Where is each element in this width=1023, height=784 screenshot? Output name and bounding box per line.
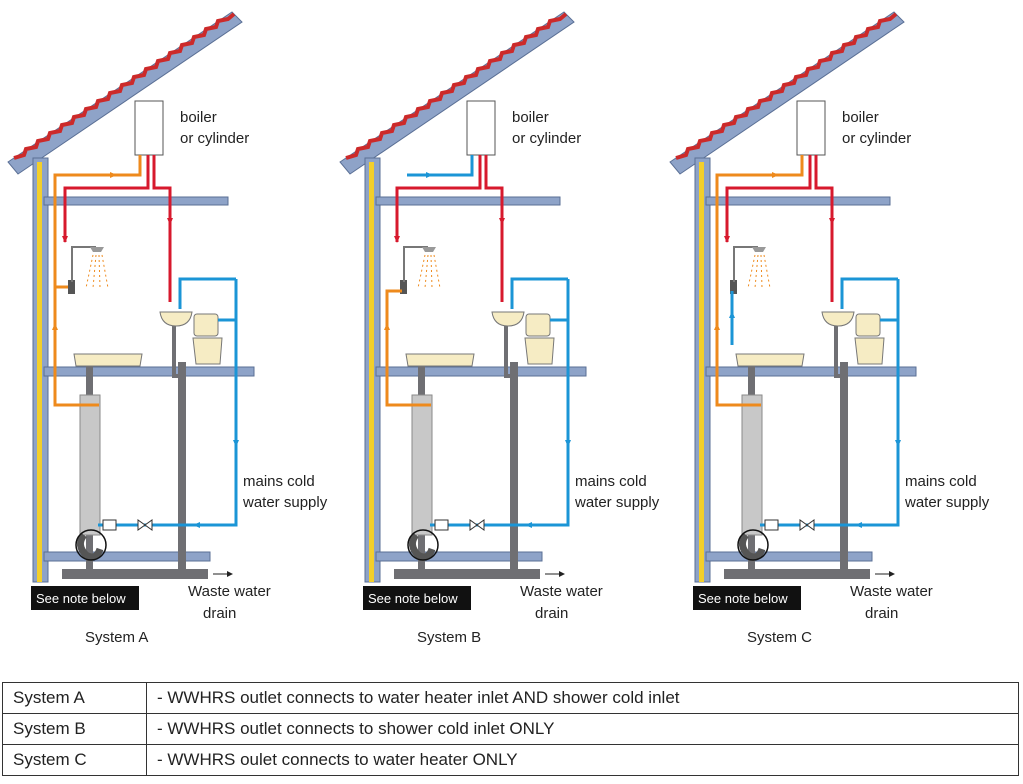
boiler-label: boiler — [842, 109, 879, 126]
mains-label: mains cold — [575, 473, 647, 490]
preheated-to-boiler — [715, 155, 804, 407]
drain-label-line2: drain — [865, 605, 898, 622]
table-row: System B - WWHRS outlet connects to show… — [2, 713, 1019, 745]
system-name-cell: System C — [2, 744, 147, 776]
system-caption: System B — [417, 629, 481, 646]
flow-arrow — [52, 323, 58, 330]
system-description-cell: - WWHRS oulet connects to water heater O… — [146, 744, 1019, 776]
drain-label: Waste water — [188, 583, 271, 600]
mains-label: mains cold — [243, 473, 315, 490]
table-row: System A - WWHRS outlet connects to wate… — [2, 682, 1019, 714]
flow-arrow — [714, 323, 720, 330]
preheated-to-boiler — [53, 155, 142, 407]
note-text: See note below — [368, 591, 458, 606]
mains-label-line2: water supply — [904, 494, 990, 511]
boiler-label-line2: or cylinder — [842, 130, 911, 147]
drain-label: Waste water — [850, 583, 933, 600]
system-legend-table: System A - WWHRS outlet connects to wate… — [2, 682, 1019, 776]
boiler-label: boiler — [512, 109, 549, 126]
cold-to-boiler — [407, 155, 474, 177]
system-b: boiler or cylinder mains cold water supp… — [340, 12, 660, 646]
system-caption: System A — [85, 629, 148, 646]
boiler-label: boiler — [180, 109, 217, 126]
mains-label: mains cold — [905, 473, 977, 490]
preheated-to-shower — [385, 289, 431, 407]
table-row: System C - WWHRS oulet connects to water… — [2, 744, 1019, 776]
flow-arrow — [729, 311, 735, 318]
drain-label-line2: drain — [203, 605, 236, 622]
system-description-cell: - WWHRS outlet connects to shower cold i… — [146, 713, 1019, 745]
flow-arrow — [426, 172, 433, 178]
boiler-label-line2: or cylinder — [512, 130, 581, 147]
drain-label-line2: drain — [535, 605, 568, 622]
drain-label: Waste water — [520, 583, 603, 600]
system-name-cell: System A — [2, 682, 147, 714]
mains-label-line2: water supply — [242, 494, 328, 511]
flow-arrow — [384, 323, 390, 330]
wwhrs-diagram: boiler or cylinder mains cold water supp… — [0, 0, 990, 646]
system-name-cell: System B — [2, 713, 147, 745]
system-caption: System C — [747, 629, 812, 646]
note-text: See note below — [698, 591, 788, 606]
mains-label-line2: water supply — [574, 494, 660, 511]
note-text: See note below — [36, 591, 126, 606]
flow-arrow — [772, 172, 779, 178]
system-c: boiler or cylinder mains cold water supp… — [670, 12, 990, 646]
boiler-label-line2: or cylinder — [180, 130, 249, 147]
system-description-cell: - WWHRS outlet connects to water heater … — [146, 682, 1019, 714]
system-a: boiler or cylinder mains cold water supp… — [8, 12, 328, 646]
flow-arrow — [110, 172, 117, 178]
